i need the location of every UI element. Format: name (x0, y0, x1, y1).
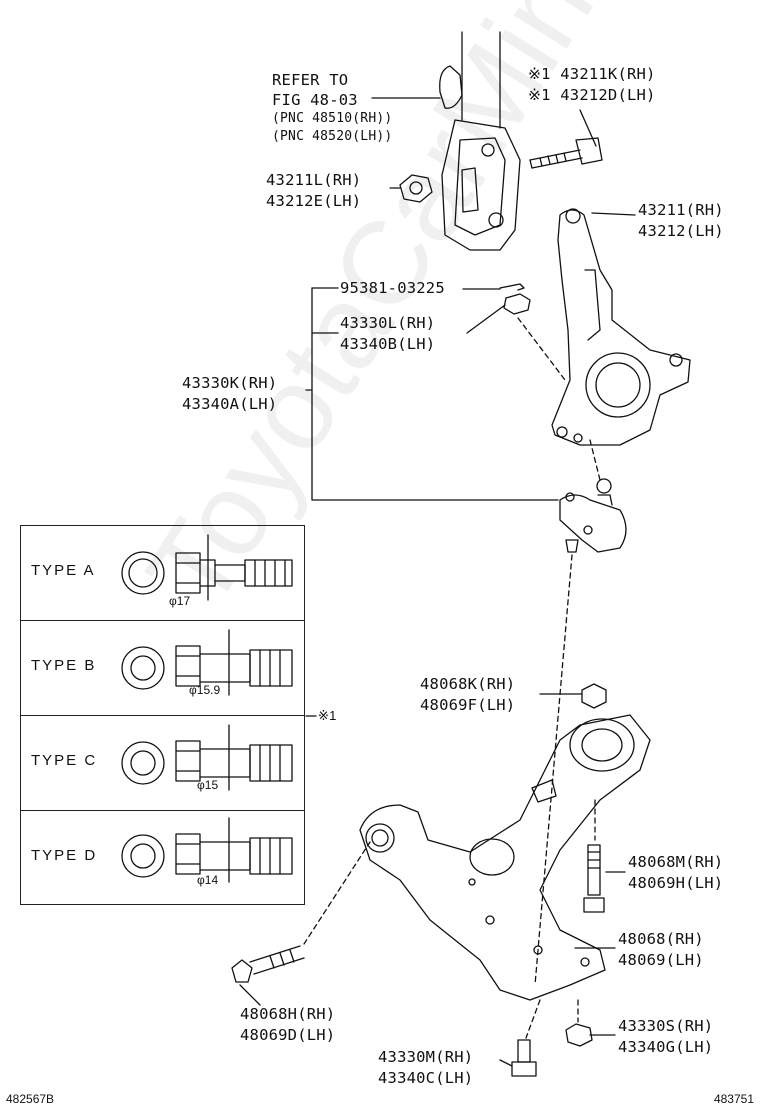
refer-line1: REFER TO (272, 71, 349, 89)
type-row-c: TYPE C φ15 (21, 716, 304, 811)
nut-48068K (581, 683, 607, 709)
part-43211K: ※1 43211K(RH) (528, 65, 656, 83)
part-43330L: 43330L(RH) (340, 314, 436, 332)
part-43340A: 43340A(LH) (182, 395, 278, 413)
type-row-b: TYPE B φ15.9 (21, 621, 304, 716)
note-mark: ※1 (318, 708, 337, 723)
nut-43330S (565, 1023, 593, 1047)
strut-assembly (439, 31, 521, 251)
part-43330K: 43330K(RH) (182, 374, 278, 392)
bolt-type-table: TYPE A φ17 TYPE B φ15.9 TYPE C φ15 TYPE … (20, 525, 305, 905)
castle-nut (503, 293, 531, 315)
bolt-43211K (529, 137, 603, 169)
type-name: TYPE B (31, 657, 97, 674)
steering-knuckle (551, 208, 691, 446)
bolt-43330M (511, 1039, 537, 1077)
refer-line2: FIG 48-03 (272, 91, 358, 109)
footer-left-code: 482567B (6, 1092, 55, 1106)
part-43211L: 43211L(RH) (266, 171, 362, 189)
part-43330M: 43330M(RH) (378, 1048, 474, 1066)
footer-right-code: 483751 (713, 1092, 754, 1106)
part-48068: 48068(RH) (618, 930, 704, 948)
type-name: TYPE C (31, 752, 98, 769)
part-48068K: 48068K(RH) (420, 675, 516, 693)
type-diameter: φ15.9 (189, 683, 221, 697)
type-name: TYPE A (31, 562, 96, 579)
part-95381: 95381-03225 (340, 279, 445, 297)
type-diameter: φ17 (169, 594, 191, 608)
type-diameter: φ14 (197, 873, 219, 887)
part-43212: 43212(LH) (638, 222, 724, 240)
nut-43211L (399, 174, 433, 203)
part-43340G: 43340G(LH) (618, 1038, 714, 1056)
lower-control-arm (359, 714, 651, 1001)
part-48069: 48069(LH) (618, 951, 704, 969)
part-48068M: 48068M(RH) (628, 853, 724, 871)
type-name: TYPE D (31, 847, 98, 864)
dashed-guides (303, 317, 601, 1039)
part-48069D: 48069D(LH) (240, 1026, 336, 1044)
part-43212D: ※1 43212D(LH) (528, 86, 656, 104)
part-48068H: 48068H(RH) (240, 1005, 336, 1023)
cotter-pin (499, 283, 525, 291)
bolt-48068M (583, 844, 605, 913)
part-43340B: 43340B(LH) (340, 335, 436, 353)
part-43330S: 43330S(RH) (618, 1017, 714, 1035)
part-48069F: 48069F(LH) (420, 696, 516, 714)
bolt-48068H (231, 945, 305, 983)
ball-joint (559, 478, 627, 553)
refer-line3: (PNC 48510(RH)) (272, 111, 393, 126)
part-43211: 43211(RH) (638, 201, 724, 219)
leader-lines (239, 97, 636, 1067)
part-43340C: 43340C(LH) (378, 1069, 474, 1087)
type-row-a: TYPE A φ17 (21, 526, 304, 621)
type-diameter: φ15 (197, 778, 219, 792)
type-row-d: TYPE D φ14 (21, 811, 304, 906)
type-bolt-art (121, 534, 293, 883)
refer-line4: (PNC 48520(LH)) (272, 129, 393, 144)
part-43212E: 43212E(LH) (266, 192, 362, 210)
part-48069H: 48069H(LH) (628, 874, 724, 892)
